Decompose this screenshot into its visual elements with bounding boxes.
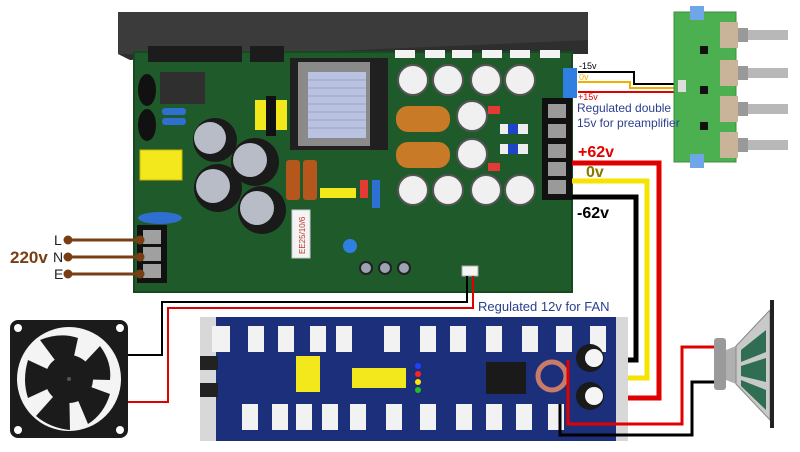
preamplifier-board — [673, 6, 788, 168]
speaker-wires — [558, 345, 718, 437]
ferrite-transformer — [290, 58, 388, 150]
transformer-marking: EE25/10/6 — [298, 216, 307, 254]
preamp-minus-15v-label: -15v — [579, 61, 597, 71]
potentiometer-knobs[interactable] — [720, 22, 788, 158]
fan-supply-label: Regulated 12v for FAN — [478, 299, 610, 314]
preamp-plus-15v-label: +15v — [578, 92, 598, 102]
loudspeaker — [714, 300, 774, 428]
psu-output-terminals — [542, 98, 572, 200]
terminal-label-l: L — [54, 232, 62, 248]
preamp-note-line2: 15v for preamplifier — [577, 116, 680, 130]
rail-label-plus-62v: +62v — [578, 144, 615, 161]
terminal-label-e: E — [54, 266, 64, 282]
preamp-note-line1: Regulated double — [577, 101, 672, 115]
mains-voltage-label: 220v — [10, 248, 48, 267]
amplifier-board — [200, 317, 628, 441]
rail-label-0v: 0v — [586, 164, 604, 181]
bulk-capacitors — [193, 118, 286, 234]
fan-connector — [461, 265, 479, 277]
cooling-fan — [10, 320, 128, 438]
preamp-0v-label: 0v — [579, 72, 589, 82]
power-supply-board: EE25/10/6 — [118, 12, 588, 293]
fan-wires — [128, 276, 474, 403]
ac-input-wires — [63, 235, 145, 279]
output-capacitors — [397, 64, 536, 206]
preamp-supply-wires — [578, 71, 680, 93]
terminal-label-n: N — [53, 249, 64, 265]
preamp-supply-terminal — [563, 68, 577, 98]
rail-label-minus-62v: -62v — [577, 205, 610, 222]
